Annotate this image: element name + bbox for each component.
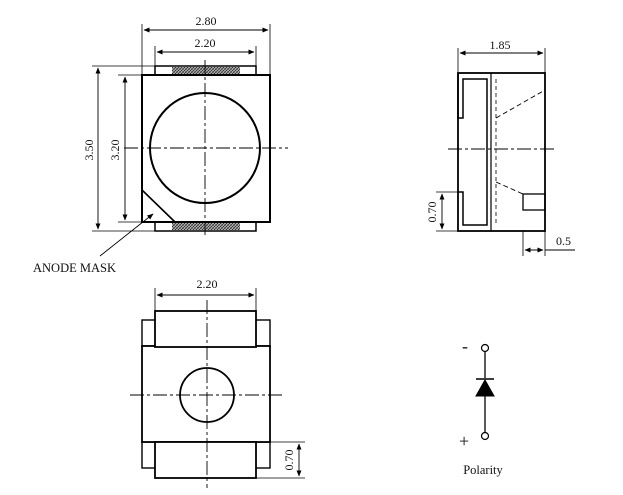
dim-depth: 1.85 (490, 38, 511, 52)
polarity-terminal-anode (480, 431, 490, 441)
diode-triangle (475, 378, 495, 397)
dim-pad-height: 0.70 (282, 450, 296, 471)
dim-pad-width: 2.20 (197, 277, 218, 291)
top-lead-hatch (172, 67, 240, 74)
bottom-pad-top (154, 310, 257, 348)
dim-height-inner: 3.20 (108, 140, 122, 161)
bottom-view (130, 288, 305, 488)
side-lead (457, 73, 488, 226)
anode-mask-label: ANODE MASK (33, 261, 116, 275)
anode-mask-chamfer (141, 189, 176, 223)
bottom-body (141, 345, 271, 443)
polarity-terminal-cathode (480, 343, 490, 353)
polarity-minus: - (462, 336, 468, 356)
polarity-plus: + (459, 431, 469, 451)
polarity-label: Polarity (463, 463, 503, 477)
bottom-pad-bottom (154, 441, 257, 479)
bottom-lead-hatch (172, 223, 240, 230)
dim-width-inner: 2.20 (195, 36, 216, 50)
package-body (141, 74, 271, 223)
side-view (436, 48, 575, 256)
anode-mask-leader (99, 213, 154, 257)
dim-lead-width: 0.5 (556, 234, 571, 248)
dim-height-outer: 3.50 (82, 140, 96, 161)
side-body (457, 72, 546, 232)
dim-width-outer: 2.80 (196, 14, 217, 28)
top-view (92, 24, 288, 257)
dim-lead-height: 0.70 (425, 202, 439, 223)
polarity-symbol (475, 343, 495, 441)
side-lead-tab (522, 193, 546, 211)
